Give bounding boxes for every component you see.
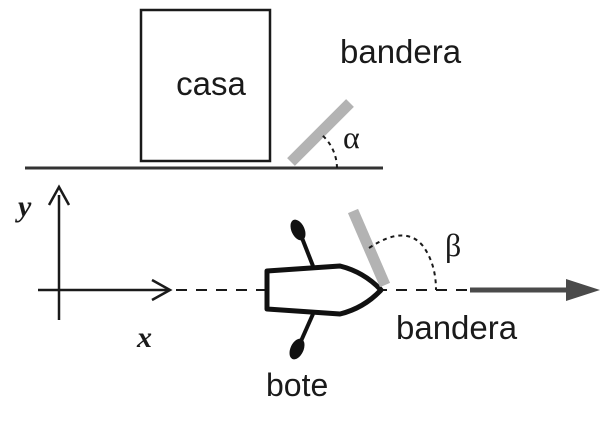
alpha-label: α <box>343 119 360 155</box>
x-axis-label: x <box>136 321 152 354</box>
boat-hull <box>264 263 384 317</box>
bottom-flag-label: bandera <box>396 309 518 346</box>
boat <box>264 219 384 360</box>
y-axis-arrowhead <box>47 184 71 206</box>
beta-arc <box>368 234 437 291</box>
top-flag-label: bandera <box>340 33 462 70</box>
heading-arrow-head <box>566 279 600 301</box>
alpha-arc <box>321 134 338 169</box>
boat-oar-top <box>290 219 315 267</box>
boat-oar-bottom <box>289 313 315 360</box>
top-flag <box>287 99 354 166</box>
x-axis-arrowhead <box>151 278 173 302</box>
house-box <box>139 8 272 163</box>
house-label: casa <box>176 65 246 102</box>
beta-label: β <box>445 227 461 263</box>
boat-label: bote <box>266 367 328 403</box>
y-axis-label: y <box>15 190 32 223</box>
